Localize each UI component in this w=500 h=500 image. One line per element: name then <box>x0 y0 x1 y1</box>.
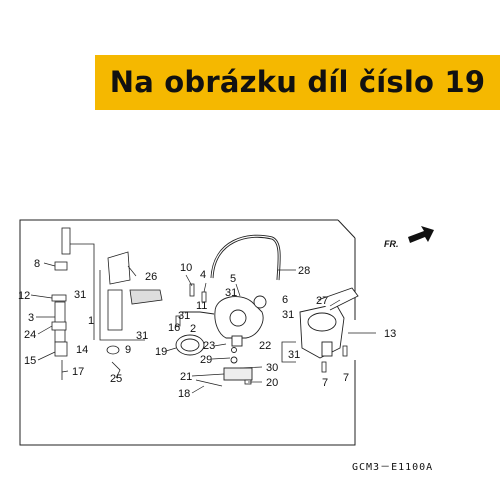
callout-25: 25 <box>110 373 122 385</box>
carburetor-body <box>180 295 267 381</box>
callout-19: 19 <box>155 346 167 358</box>
callout-5: 5 <box>230 273 236 285</box>
jet-needle-assembly <box>51 227 71 380</box>
highlight-banner: Na obrázku díl číslo 19 <box>95 55 500 110</box>
diagram-frame <box>19 219 356 446</box>
drawing-code: GCM3－E1100A <box>352 462 433 473</box>
callout-16: 16 <box>168 322 180 334</box>
small-parts <box>175 283 348 387</box>
callout-9: 9 <box>125 344 131 356</box>
callout-24: 24 <box>24 329 36 341</box>
callout-1: 1 <box>88 315 94 327</box>
leader-bracket <box>70 243 95 340</box>
callout-31f: 31 <box>178 310 190 322</box>
leader-bracket <box>281 341 296 363</box>
callout-13: 13 <box>384 328 396 340</box>
callout-4: 4 <box>200 269 206 281</box>
leader-lines <box>30 262 341 394</box>
callout-18: 18 <box>178 388 190 400</box>
callout-31e: 31 <box>288 349 300 361</box>
float-chamber-19 <box>175 334 205 356</box>
callout-11: 11 <box>196 300 207 312</box>
callout-7b: 7 <box>343 372 349 384</box>
callout-26: 26 <box>145 271 157 283</box>
callout-22: 22 <box>259 340 271 352</box>
leader-bracket <box>99 270 145 341</box>
callout-31b: 31 <box>136 330 148 342</box>
frame-edge <box>337 219 356 239</box>
callout-17: 17 <box>72 366 84 378</box>
parts-exploded-diagram: FR. <box>18 219 434 473</box>
front-label: FR. <box>384 239 399 249</box>
callout-14: 14 <box>76 344 88 356</box>
callout-15: 15 <box>24 355 36 367</box>
callout-30: 30 <box>266 362 278 374</box>
throttle-slide-assembly <box>106 251 163 379</box>
callout-2: 2 <box>190 323 196 335</box>
callout-7: 7 <box>322 377 328 389</box>
callout-31a: 31 <box>74 289 86 301</box>
callout-28: 28 <box>298 265 310 277</box>
callout-8: 8 <box>34 258 40 270</box>
front-direction-arrow: FR. <box>384 226 434 249</box>
auto-choke-assembly <box>299 287 359 359</box>
callout-21: 21 <box>180 371 192 383</box>
callout-31d: 31 <box>282 309 294 321</box>
callout-31c: 31 <box>225 287 237 299</box>
part-callouts: 1 2 3 4 5 6 7 7 8 9 10 11 12 13 14 15 16… <box>18 258 396 400</box>
callout-29: 29 <box>200 354 212 366</box>
callout-27: 27 <box>316 295 328 307</box>
callout-23: 23 <box>203 340 215 352</box>
callout-20: 20 <box>266 377 278 389</box>
banner-title: Na obrázku díl číslo 19 <box>109 65 486 99</box>
fuel-hose <box>210 234 281 281</box>
callout-3: 3 <box>28 312 34 324</box>
callout-12: 12 <box>18 290 30 302</box>
callout-6: 6 <box>282 294 288 306</box>
callout-10: 10 <box>180 262 192 274</box>
